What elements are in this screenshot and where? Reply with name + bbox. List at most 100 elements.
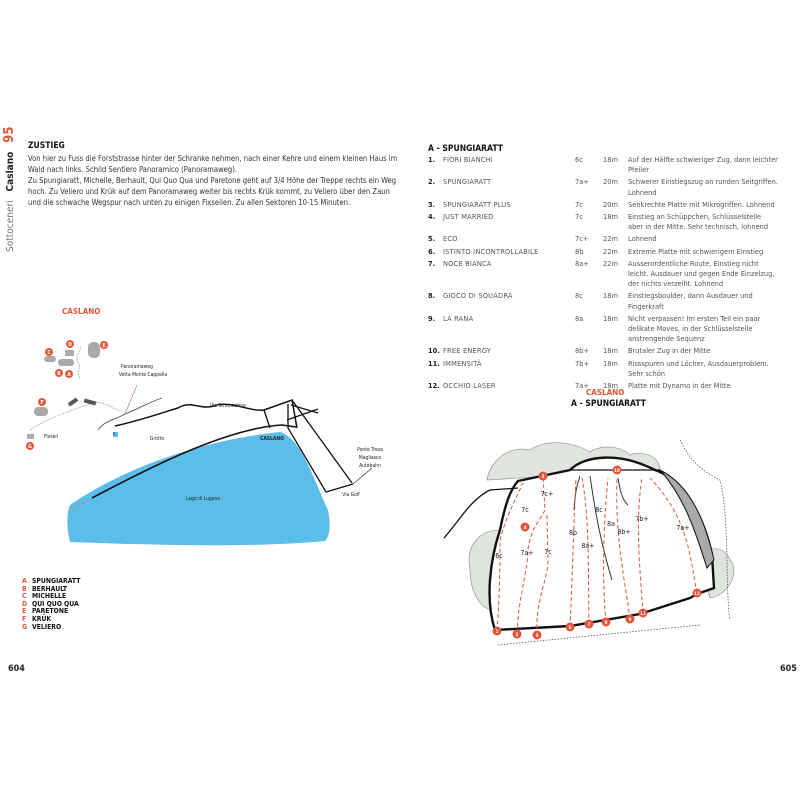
route-description: Nicht verpassen! Im ersten Teil ein paar… xyxy=(628,313,761,344)
route-row: 1. FIORI BIANCHI 6c 18m Auf der Hälfte schwi… xyxy=(428,155,778,175)
topo-sector-title: A - SPUNGIARATT xyxy=(571,399,646,409)
map-label-caslano: CASLANO xyxy=(260,436,284,442)
map-label-panoramaweg: Panoramaweg xyxy=(121,364,153,370)
route-description: Platte mit Dynamo in der Mitte xyxy=(628,381,731,391)
grade-label: 8a xyxy=(607,520,615,528)
topo-area-title: CASLANO xyxy=(586,388,625,397)
route-length: 22m xyxy=(603,246,618,256)
approach-heading: ZUSTIEG xyxy=(28,141,65,151)
grade-label: 7b+ xyxy=(635,515,648,523)
route-number: 7. xyxy=(428,258,436,268)
route-length: 18m xyxy=(603,346,618,356)
route-name: FIORI BIANCHI xyxy=(443,155,493,164)
grade-label: 8b+ xyxy=(617,528,630,536)
route-length: 18m xyxy=(603,313,618,323)
route-number: 4. xyxy=(428,212,436,222)
road-stromadone xyxy=(114,398,298,429)
route-number: 9. xyxy=(428,313,436,323)
route-grade: 6c xyxy=(575,155,583,164)
grade-label: 8a+ xyxy=(581,542,594,550)
route-number: 3. xyxy=(428,199,436,209)
marker-f: F xyxy=(40,400,43,406)
map-label-autobahn: Autobahn xyxy=(359,463,381,469)
route-number: 5. xyxy=(428,234,436,244)
route-marker-label: 12 xyxy=(694,591,700,597)
route-name: GIOCO DI SQUADRA xyxy=(443,291,513,301)
route-name: OCCHIO LASER xyxy=(443,381,496,391)
route-grade: 7c xyxy=(575,212,583,222)
route-length: 20m xyxy=(603,177,618,187)
route-length: 18m xyxy=(603,155,618,164)
map-label-magliasco: Magliasco xyxy=(359,455,382,461)
route-description: Brutaler Zug in der Mitte xyxy=(628,346,711,356)
approach-paragraph: Von hier zu Fuss die Forststrasse hinter… xyxy=(28,154,398,174)
lake xyxy=(67,432,330,546)
route-length: 18m xyxy=(603,381,618,391)
route-marker-label: 5 xyxy=(542,474,545,480)
route-grade: 7c xyxy=(575,199,583,209)
approach-paragraph: Zu Spungiaratt, Michelle, Berhault, Qui … xyxy=(28,176,397,207)
marker-e: E xyxy=(102,343,105,349)
route-description: Rissspuren und Löcher, Ausdauerproblem. … xyxy=(628,358,769,378)
route-name: SPUNGIARATT xyxy=(443,177,492,187)
route-marker-label: 8 xyxy=(605,620,608,626)
map-title: CASLANO xyxy=(62,307,101,316)
route-marker-label: 2 xyxy=(516,632,519,638)
parking-label: P xyxy=(113,432,116,437)
topo-diagram: 1 2 3 4 5 6 7 8 9 10 11 12 6c 7c 7c+ 7a+… xyxy=(443,439,735,646)
page-number-left: 604 xyxy=(8,664,25,674)
marker-d: D xyxy=(68,342,72,348)
marker-g: G xyxy=(28,444,32,450)
route-grade: 8b xyxy=(575,246,584,256)
route-number: 8. xyxy=(428,291,436,301)
route-grade: 8a+ xyxy=(575,258,589,268)
map-label-vetta: Vetta Monte Cappella xyxy=(119,372,167,378)
grade-label: 7a+ xyxy=(520,549,533,557)
shore-road xyxy=(91,424,297,499)
route-marker-label: 4 xyxy=(524,525,527,531)
route-marker-label: 10 xyxy=(614,468,620,474)
route-description: Auf der Hälfte schwieriger Zug, dann lei… xyxy=(628,155,778,175)
route-name: FREE ENERGY xyxy=(443,346,491,356)
route-length: 18m xyxy=(603,358,618,368)
route-marker-label: 9 xyxy=(629,617,632,623)
marker-c: C xyxy=(47,350,51,356)
route-length: 20m xyxy=(603,199,618,209)
grade-label: 6c xyxy=(495,552,503,560)
route-length: 22m xyxy=(603,258,618,268)
route-markers xyxy=(492,465,702,640)
route-description: Lohnend xyxy=(628,234,657,244)
route-name: ISTINTO INCONTROLLABILE xyxy=(443,246,539,256)
grade-label: 7c xyxy=(544,548,552,556)
marker-a: A xyxy=(67,372,71,378)
route-grade: 7b+ xyxy=(575,358,590,368)
map-label-fixseil: Fixseil xyxy=(44,434,58,440)
route-number: 6. xyxy=(428,246,436,256)
route-marker-label: 3 xyxy=(536,633,539,639)
route-grade: 8a xyxy=(575,313,584,323)
route-marker-label: 6 xyxy=(569,625,572,631)
sector-title: A - SPUNGIARATT xyxy=(428,144,503,154)
route-description: Ausserordentliche Route, Einstieg nicht … xyxy=(628,258,775,289)
route-length: 22m xyxy=(603,234,618,244)
route-number: 1. xyxy=(428,155,436,164)
crag-markers xyxy=(26,340,108,450)
